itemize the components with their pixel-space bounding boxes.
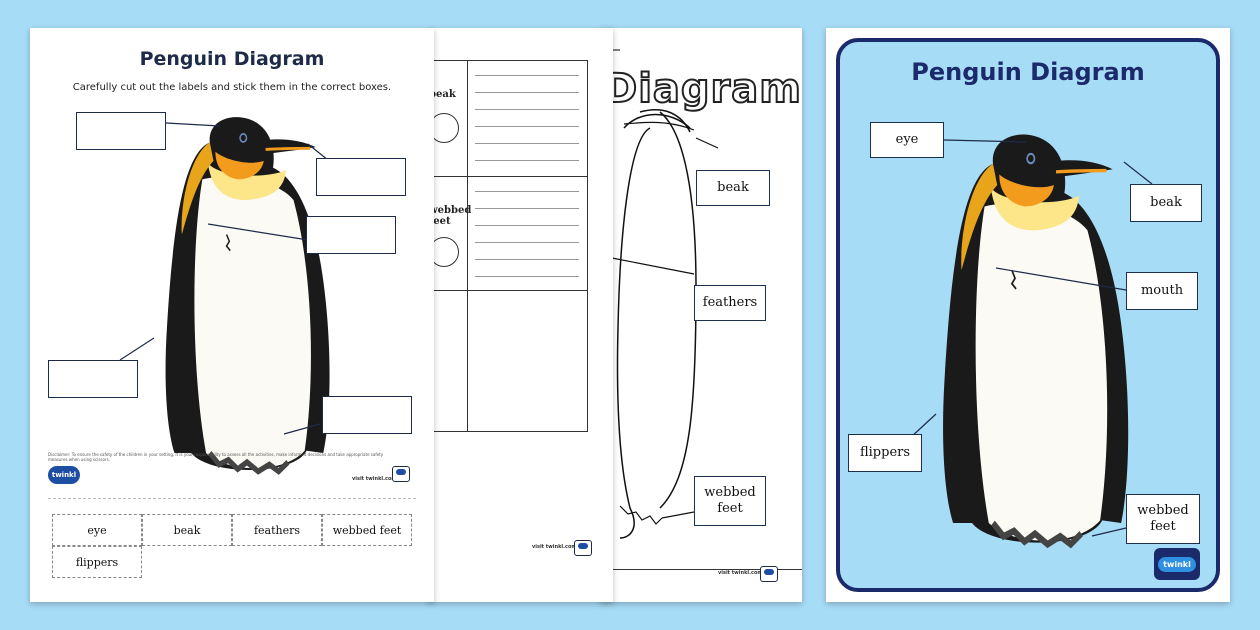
row-label-beak: beak <box>429 89 456 100</box>
cut-out-labels: eye beak feathers webbed feet flippers <box>52 514 414 580</box>
twinkl-logo-text: twinkl <box>1158 556 1196 572</box>
cut-label-feathers[interactable]: feathers <box>232 514 322 546</box>
label-webbed-feet: webbed feet <box>694 476 766 526</box>
label-slot-webbed-feet[interactable] <box>322 396 412 434</box>
cut-label-webbed-feet[interactable]: webbed feet <box>322 514 412 546</box>
outline-diagram-sheet: Diagram beak feathers webbed feet visit … <box>600 28 802 602</box>
fact-table-sheet: beak webbed feet visit twinkl.com <box>428 28 613 602</box>
writing-lines <box>475 191 579 293</box>
penguin-illustration <box>909 28 1153 602</box>
twinkl-logo-icon <box>392 466 410 482</box>
poster-label-eye: eye <box>870 122 944 158</box>
poster-title: Penguin Diagram <box>911 58 1145 86</box>
cut-label-beak[interactable]: beak <box>142 514 232 546</box>
footer-url: visit twinkl.com <box>718 570 763 576</box>
footer-rule <box>600 569 802 570</box>
cut-label-flippers[interactable]: flippers <box>52 546 142 578</box>
twinkl-logo: twinkl <box>1154 548 1200 580</box>
table-divider <box>467 61 468 431</box>
poster-label-beak: beak <box>1130 184 1202 222</box>
label-beak: beak <box>696 170 770 206</box>
table-row: webbed feet <box>429 177 587 291</box>
cut-and-stick-worksheet: Penguin Diagram Carefully cut out the la… <box>30 28 434 602</box>
label-feathers: feathers <box>694 285 766 321</box>
twinkl-logo: twinkl <box>48 466 80 484</box>
worksheet-instruction: Carefully cut out the labels and stick t… <box>72 82 392 93</box>
writing-lines <box>475 75 579 177</box>
worksheet-title: Penguin Diagram <box>139 48 325 70</box>
poster-label-mouth: mouth <box>1126 272 1198 310</box>
fact-table: beak webbed feet <box>428 60 588 432</box>
label-slot-beak[interactable] <box>316 158 406 196</box>
penguin-diagram-poster: Penguin Diagram eye beak mouth flippers … <box>826 28 1230 602</box>
safety-disclaimer: Disclaimer: To ensure the safety of the … <box>48 452 384 462</box>
sheet-title: Diagram <box>603 65 802 113</box>
label-slot-feathers[interactable] <box>306 216 396 254</box>
twinkl-logo-icon <box>574 540 592 556</box>
label-slot-flippers[interactable] <box>48 360 138 398</box>
cut-line <box>48 498 416 499</box>
footer-url: visit twinkl.com <box>352 476 397 482</box>
poster-label-webbed-feet: webbed feet <box>1126 494 1200 544</box>
table-row: beak <box>429 61 587 177</box>
footer-url: visit twinkl.com <box>532 544 577 550</box>
cut-label-eye[interactable]: eye <box>52 514 142 546</box>
twinkl-logo-icon <box>760 566 778 582</box>
label-slot-eye[interactable] <box>76 112 166 150</box>
row-label-webbed-feet: webbed feet <box>429 205 472 227</box>
poster-label-flippers: flippers <box>848 434 922 472</box>
penguin-illustration <box>119 28 434 602</box>
